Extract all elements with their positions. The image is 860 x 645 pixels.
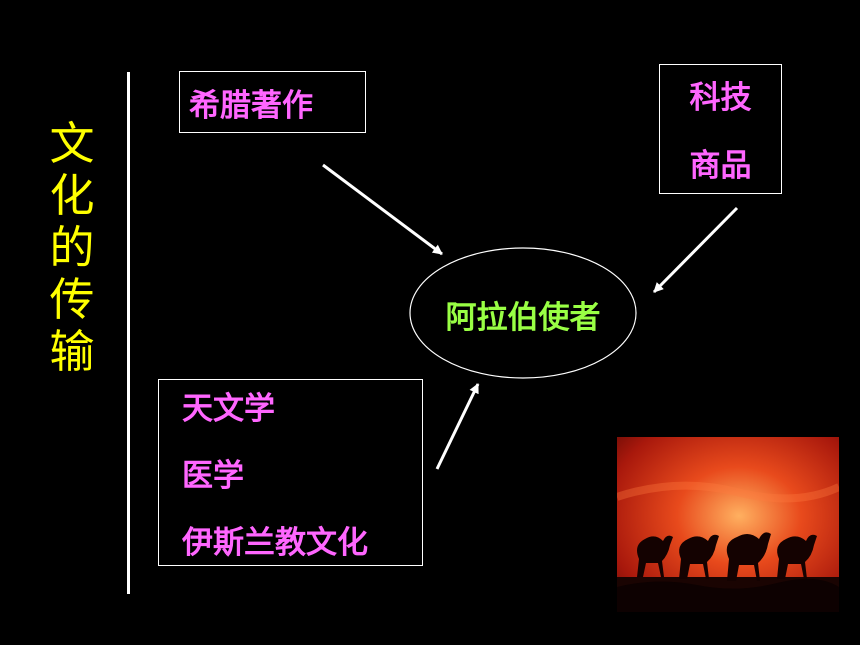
- arrow-from-greek: [322, 163, 443, 256]
- camel-caravan-photo: [617, 437, 839, 612]
- science-culture-box: 天文学 医学 伊斯兰教文化: [158, 379, 423, 566]
- title-char: 文: [49, 117, 95, 170]
- title-char: 输: [49, 325, 95, 378]
- title-divider-line: [127, 72, 130, 594]
- title-char: 化: [49, 169, 95, 222]
- goods-label: 商品: [689, 148, 752, 184]
- tech-goods-box: 科技 商品: [659, 64, 782, 194]
- arrow-from-tech: [652, 206, 739, 294]
- greek-works-label: 希腊著作: [189, 88, 313, 124]
- slide-title-vertical: 文 化 的 传 输: [42, 118, 102, 378]
- islamic-culture-label: 伊斯兰教文化: [182, 525, 368, 561]
- greek-works-box: 希腊著作: [179, 71, 366, 133]
- title-char: 传: [49, 273, 95, 326]
- arab-envoy-label: 阿拉伯使者: [445, 300, 601, 336]
- center-ellipse: [409, 247, 637, 379]
- title-char: 的: [49, 221, 95, 274]
- medicine-label: 医学: [182, 458, 244, 494]
- arrow-from-science: [435, 383, 480, 470]
- tech-label: 科技: [689, 80, 752, 116]
- astronomy-label: 天文学: [182, 391, 275, 427]
